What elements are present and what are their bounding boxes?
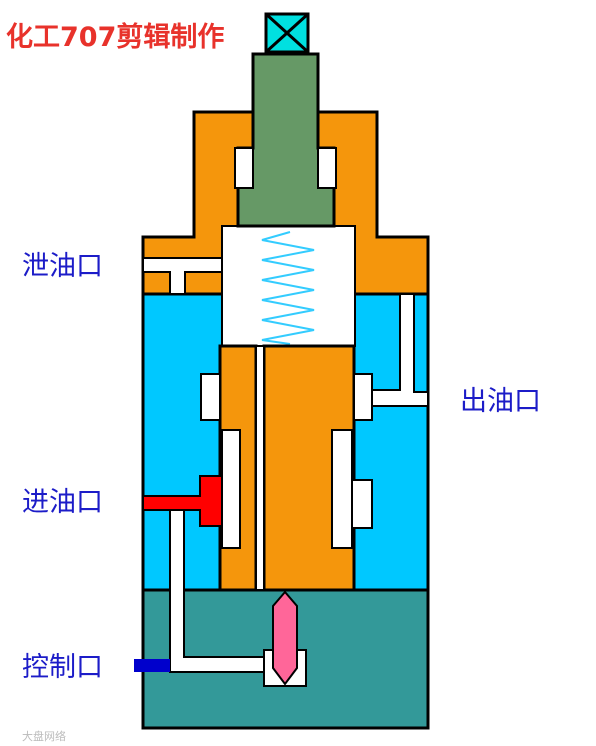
plunger-slot-left: [234, 147, 254, 189]
spool-slot-upper-left: [200, 373, 221, 421]
watermark: 大盘网络: [22, 729, 66, 743]
spool-center-gap: [255, 345, 265, 591]
control-port-label: 控制口: [22, 652, 103, 683]
drain-passage: [142, 257, 223, 295]
control-port-stub: [134, 659, 170, 672]
inlet-passage: [142, 475, 223, 527]
spool-slot-upper-right: [353, 373, 373, 421]
solenoid-coil-icon: [264, 12, 310, 54]
outlet-port-label: 出油口: [460, 386, 541, 417]
drain-port-label: 泄油口: [22, 251, 103, 282]
spring: [261, 231, 315, 345]
outlet-passage: [371, 293, 429, 407]
spool-slot-lower-right: [331, 429, 353, 549]
inlet-port-label: 进油口: [22, 487, 103, 518]
spool-slot-lower-left: [221, 429, 241, 549]
pilot-needle: [272, 590, 298, 686]
spool-notch-right: [351, 479, 373, 529]
plunger-slot-right: [317, 147, 337, 189]
diagram-title: 化工707剪辑制作: [6, 21, 224, 53]
